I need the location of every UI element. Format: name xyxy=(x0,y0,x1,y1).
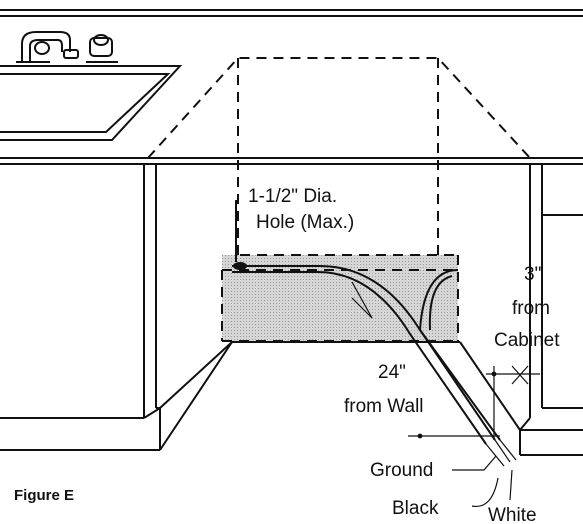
sink xyxy=(0,65,183,141)
cabinet-label-line3: Cabinet xyxy=(494,330,560,351)
figure-caption: Figure E xyxy=(14,487,74,504)
wall-label-line2: from Wall xyxy=(344,396,424,417)
cabinet-label-line1: 3" xyxy=(524,264,541,285)
faucet-icon xyxy=(16,31,118,63)
white-label: White xyxy=(488,505,537,524)
dishwasher-outline xyxy=(147,57,531,262)
wire-leaders xyxy=(452,455,513,508)
countertop xyxy=(0,9,583,165)
cabinet-label-line2: from xyxy=(512,298,550,319)
wall-label-line1: 24" xyxy=(378,362,406,383)
right-cabinet xyxy=(519,164,583,456)
left-cabinet xyxy=(0,164,161,451)
dimension-wall xyxy=(351,281,500,439)
hole-label-line2: Hole (Max.) xyxy=(256,212,354,233)
electrical-cable xyxy=(232,265,517,467)
ground-label: Ground xyxy=(370,460,433,481)
black-label: Black xyxy=(392,498,439,519)
dimension-cabinet xyxy=(486,365,540,440)
hole-label-line1: 1-1/2" Dia. xyxy=(248,186,337,207)
